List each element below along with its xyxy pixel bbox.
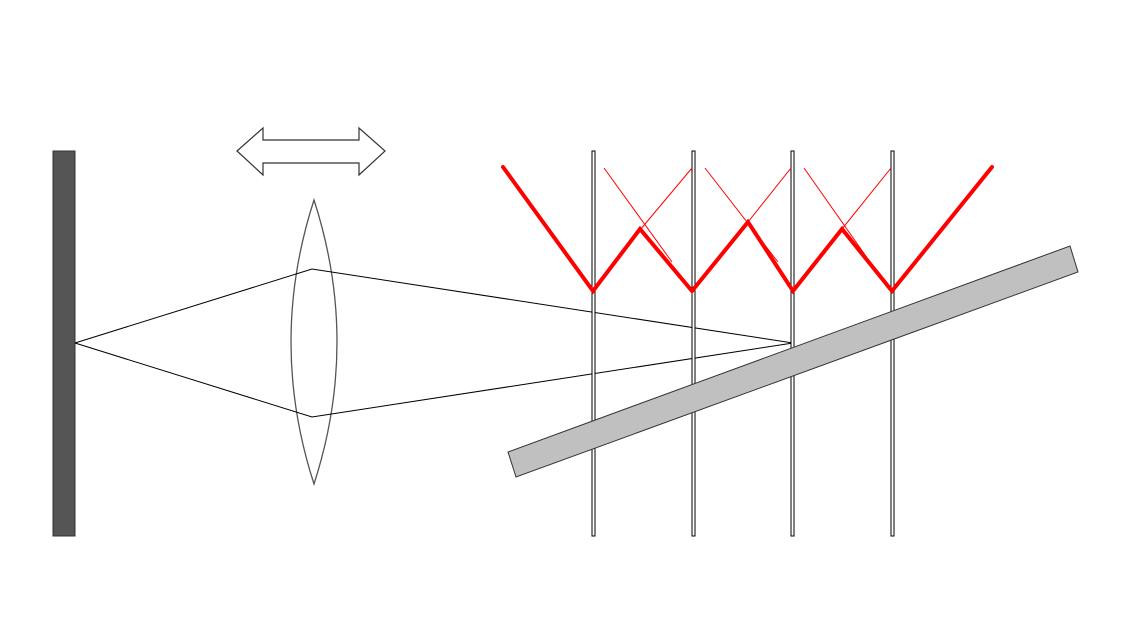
screen-plate (52, 150, 76, 537)
vertical-slit-1 (591, 150, 596, 537)
thin-red-rays (603, 167, 892, 263)
reflected-zigzag-path (501, 165, 994, 295)
vertical-slit-2 (691, 150, 696, 537)
converging-lens (290, 197, 338, 487)
vertical-slits (591, 150, 895, 537)
upper-ray (74, 268, 794, 344)
lower-ray (74, 342, 794, 418)
double-arrow-icon (236, 126, 386, 177)
tilted-plate (507, 245, 1079, 478)
vertical-slit-3 (790, 150, 795, 537)
ray-cone (74, 268, 794, 418)
vertical-slit-4 (890, 150, 895, 537)
